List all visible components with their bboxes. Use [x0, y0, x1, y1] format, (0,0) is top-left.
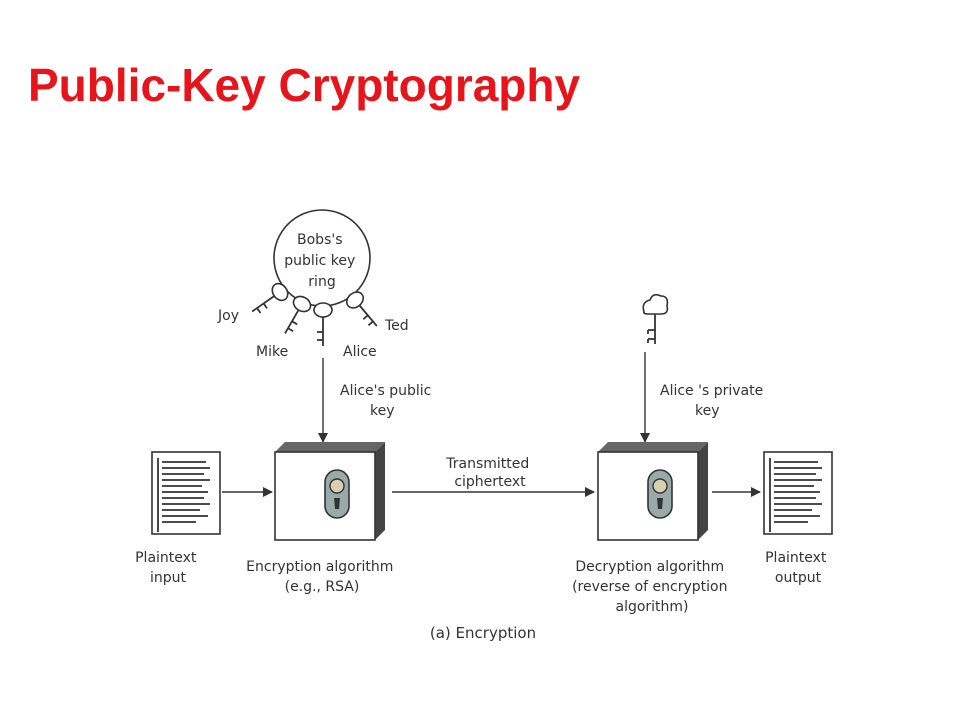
key-icon — [284, 295, 312, 334]
key-icon — [642, 293, 669, 344]
key-icon — [313, 302, 333, 346]
lock-icon — [324, 469, 350, 519]
encryption-box — [274, 442, 385, 541]
decryption-algorithm-label: Decryption algorithm (reverse of encrypt… — [572, 559, 732, 615]
key-label-mike: Mike — [256, 344, 288, 360]
key-ring-label: Bobs's public key ring — [284, 232, 360, 290]
transmitted-ciphertext-label: Transmitted ciphertext — [445, 456, 533, 490]
alice-public-key-label: Alice's public key — [340, 383, 436, 419]
figure-caption: (a) Encryption — [430, 624, 536, 642]
key-icon — [345, 291, 378, 327]
alice-private-key-label: Alice 's private key — [660, 383, 768, 419]
encryption-algorithm-label: Encryption algorithm (e.g., RSA) — [246, 559, 398, 595]
page-title: Public-Key Cryptography — [28, 59, 581, 111]
document-icon — [763, 451, 833, 535]
key-label-ted: Ted — [384, 318, 409, 334]
lock-icon — [647, 469, 673, 519]
key-label-alice: Alice — [343, 344, 377, 360]
key-label-joy: Joy — [217, 308, 239, 324]
plaintext-input-label: Plaintext input — [135, 550, 201, 586]
document-icon — [151, 451, 221, 535]
key-icon — [251, 282, 289, 314]
plaintext-output-label: Plaintext output — [765, 550, 831, 586]
